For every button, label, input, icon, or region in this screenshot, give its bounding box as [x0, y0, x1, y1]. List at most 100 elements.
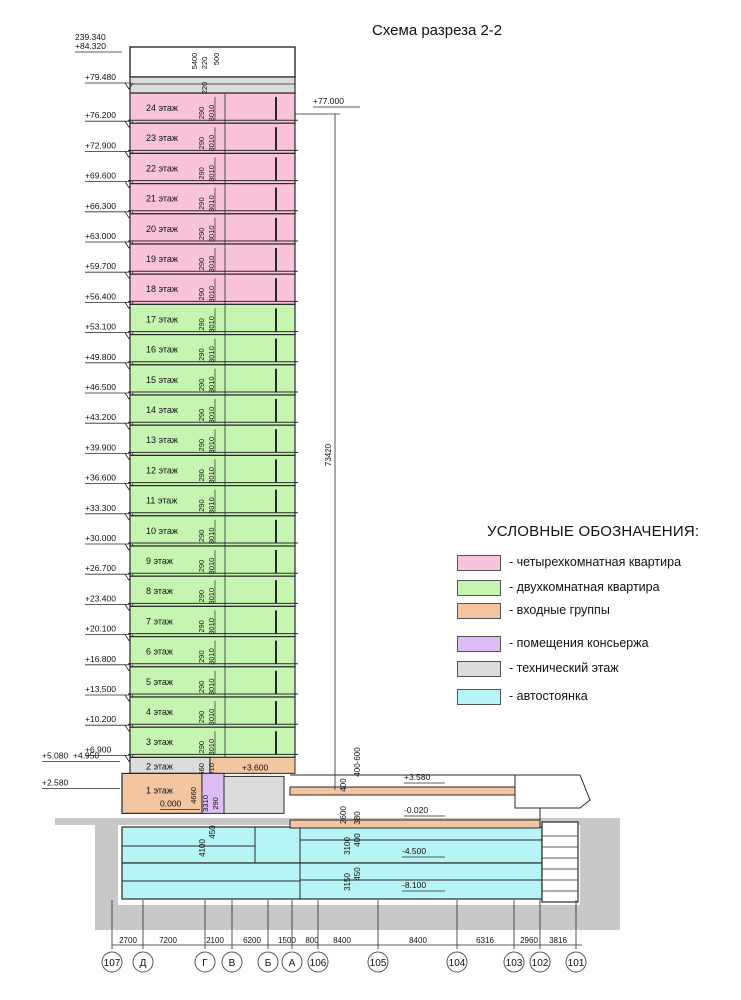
floor-label: 15 этаж [146, 375, 178, 385]
axis-bubble [446, 951, 468, 973]
floor-21 [129, 183, 296, 215]
axis-label: 107 [104, 958, 121, 969]
floor-1 [121, 772, 203, 815]
floor-level-mark: +76.200 [85, 110, 116, 120]
parking-dim: 450 [353, 867, 362, 881]
floor-dim: 290 [197, 318, 206, 331]
floor-label: 21 этаж [146, 194, 178, 204]
axis-dim: 2700 [119, 936, 137, 945]
axis-bubble [367, 951, 389, 973]
floor-label: 6 этаж [146, 647, 173, 657]
floor-dim: 290 [197, 650, 206, 663]
floor-dim: 3010 [207, 437, 216, 454]
floor-label: 16 этаж [146, 345, 178, 355]
floor-level-mark: +69.600 [85, 171, 116, 181]
axis-bubble [101, 951, 123, 973]
parking-level-mark: -8.100 [402, 880, 426, 890]
floor-10 [129, 515, 296, 547]
floor-level-mark: +66.300 [85, 201, 116, 211]
axis-label: 101 [568, 958, 585, 969]
floor-label: 7 этаж [146, 616, 173, 626]
floor-dim: 3010 [207, 286, 216, 303]
floor-label: 8 этаж [146, 586, 173, 596]
podium-dim: 400 [339, 778, 348, 792]
floor-label: 20 этаж [146, 224, 178, 234]
axis-dim: 1500 [278, 936, 296, 945]
swatch-gray-icon [457, 661, 501, 677]
swatch-pink-icon [457, 555, 501, 571]
parking-level-upper [121, 826, 543, 864]
floor-level-mark: +10.200 [85, 714, 116, 724]
podium-level-mark: +3.580 [404, 772, 431, 782]
axis-dim: 800 [305, 936, 319, 945]
floor-dim: 290 [197, 409, 206, 422]
axis-label: А [289, 958, 296, 969]
axis-dim: 2100 [206, 936, 224, 945]
axis-label: 106 [310, 958, 327, 969]
parking-dim: 3150 [343, 873, 352, 891]
axis-dim: 7200 [159, 936, 177, 945]
floor-dim: 3310 [201, 795, 210, 812]
swatch-orange-icon [457, 603, 501, 619]
podium-roof-slab [289, 786, 516, 796]
axis-dim: 2960 [520, 936, 538, 945]
floor-label: 17 этаж [146, 314, 178, 324]
floor-dim: 3010 [207, 763, 216, 780]
floor-dim: 3010 [207, 165, 216, 182]
floor-level-mark: +46.500 [85, 382, 116, 392]
floor-dim: 290 [197, 741, 206, 754]
legend-label: - технический этаж [509, 661, 619, 675]
floor-label: 14 этаж [146, 405, 178, 415]
axis-label: Г [202, 958, 208, 969]
floor-dim: 3010 [207, 407, 216, 424]
floor-24 [129, 92, 296, 124]
floor-dim: 3010 [207, 497, 216, 514]
parking-dim: 400 [353, 833, 362, 847]
floor-5 [129, 666, 296, 698]
floor-13 [129, 424, 296, 457]
floor1-level-mark: +2.580 [42, 777, 69, 787]
axis-bubble [221, 951, 243, 973]
floor-dim: 3010 [207, 678, 216, 695]
floor-dim: 290 [197, 228, 206, 241]
floor-level-mark: +56.400 [85, 291, 116, 301]
floor-dim: 3010 [207, 135, 216, 152]
floor-dim: 3010 [207, 709, 216, 726]
axis-bubble [257, 951, 279, 973]
swatch-green-icon [457, 580, 501, 596]
axis-label: 102 [532, 958, 549, 969]
floor-label: 11 этаж [146, 496, 177, 506]
top-level-mark: 239.340 [75, 32, 106, 42]
floor-level-mark: +53.100 [85, 322, 116, 332]
floor-level-mark: +36.600 [85, 473, 116, 483]
floor-dim: 290 [211, 797, 220, 810]
floor-dim: 3010 [207, 316, 216, 333]
floor-dim: 3010 [207, 618, 216, 635]
floor-dim: 290 [197, 499, 206, 512]
floor-label: 13 этаж [146, 435, 178, 445]
floor-label: 2 этаж [146, 761, 173, 771]
axis-label: В [229, 958, 236, 969]
floor-dim: 3010 [207, 376, 216, 393]
floor-15 [129, 364, 296, 396]
floor-level-mark: +63.000 [85, 231, 116, 241]
legend-label: - автостоянка [509, 689, 588, 703]
floor-label: 19 этаж [146, 254, 178, 264]
roof-dim: 5400 [190, 53, 199, 70]
floor-label: 5 этаж [146, 677, 173, 687]
roof-dim: 220 [200, 82, 209, 95]
floor-label: 22 этаж [146, 163, 178, 173]
floor-20 [129, 213, 296, 245]
floor-label: 18 этаж [146, 284, 178, 294]
height-dim: 73420 [324, 443, 333, 466]
floor-dim: 290 [197, 137, 206, 150]
floor-level-mark: +23.400 [85, 593, 116, 603]
floor-dim: 290 [197, 711, 206, 724]
floor-17 [129, 303, 296, 336]
top-level-mark: +84.320 [75, 41, 106, 51]
floor-3 [129, 726, 296, 759]
floor-dim: 3010 [207, 527, 216, 544]
floor-label: 10 этаж [146, 526, 178, 536]
floor-dim: 3010 [207, 346, 216, 363]
